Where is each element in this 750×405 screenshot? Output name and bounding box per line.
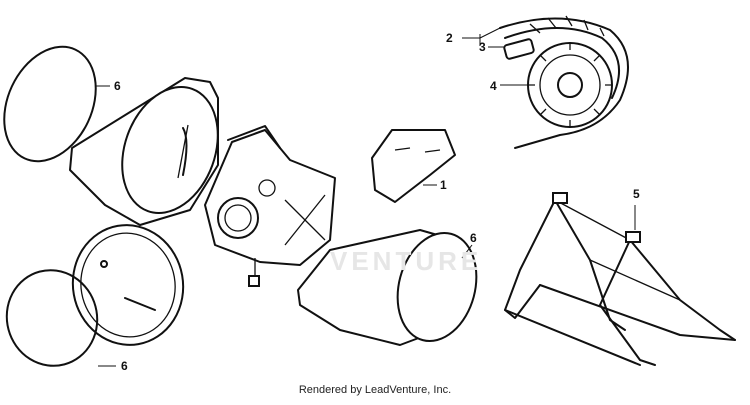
side-cover-right <box>297 229 478 346</box>
callout-1: 1 <box>440 178 447 192</box>
callout-5: 5 <box>633 187 640 201</box>
drive-chain <box>499 15 629 149</box>
callout-3: 3 <box>479 40 486 54</box>
master-link <box>503 38 535 60</box>
callout-4: 4 <box>490 79 497 93</box>
callout-6-bottom: 6 <box>121 359 128 373</box>
gasket-lower-left <box>5 269 99 367</box>
rendered-by-footer: Rendered by LeadVenture, Inc. <box>298 384 452 396</box>
maintenance-stand <box>504 192 736 366</box>
cover-plate-lower <box>71 224 185 346</box>
sprocket <box>527 42 613 128</box>
callout-2: 2 <box>446 31 453 45</box>
watermark-text: VENTURE <box>330 246 483 276</box>
callout-6-right: 6 <box>470 231 477 245</box>
center-housing <box>204 125 336 287</box>
side-cover-left <box>69 77 219 226</box>
callout-6-top: 6 <box>114 79 121 93</box>
gasket-top-left <box>3 45 97 163</box>
bracket-plate <box>371 129 456 203</box>
leader-lines <box>96 27 636 367</box>
